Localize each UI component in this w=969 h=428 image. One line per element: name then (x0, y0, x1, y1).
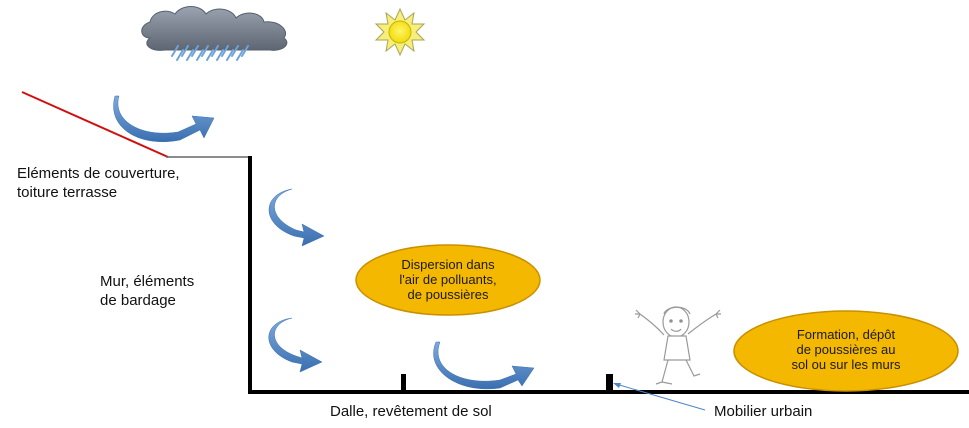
formation-bubble (733, 310, 959, 392)
slab-label: Dalle, revêtement de sol (330, 403, 492, 420)
furniture-pointer-arrowhead (613, 383, 621, 388)
curved-arrow-icon (113, 95, 215, 142)
curved-arrow-icon (268, 317, 323, 373)
roof-slope-line (21, 91, 169, 158)
curved-arrow-icon (433, 341, 535, 390)
dispersion-text: Dispersion dans l'air de polluants, de p… (399, 257, 497, 302)
sun-icon (374, 7, 426, 57)
dispersion-bubble (355, 244, 541, 316)
furniture-post (401, 374, 406, 392)
rain-cloud-icon (141, 6, 288, 61)
furniture-label: Mobilier urbain (714, 403, 813, 420)
wall-label: Mur, éléments de bardage (100, 273, 195, 309)
wall-and-ground-structure (248, 156, 969, 394)
furniture-post (606, 374, 613, 392)
formation-text: Formation, dépôt de poussières au sol ou… (791, 327, 901, 372)
curved-arrow-icon (268, 188, 325, 247)
child-figure-icon (635, 306, 721, 385)
roof-label: Eléments de couverture, toiture terrasse (17, 165, 180, 201)
furniture-pointer-line (615, 383, 706, 411)
